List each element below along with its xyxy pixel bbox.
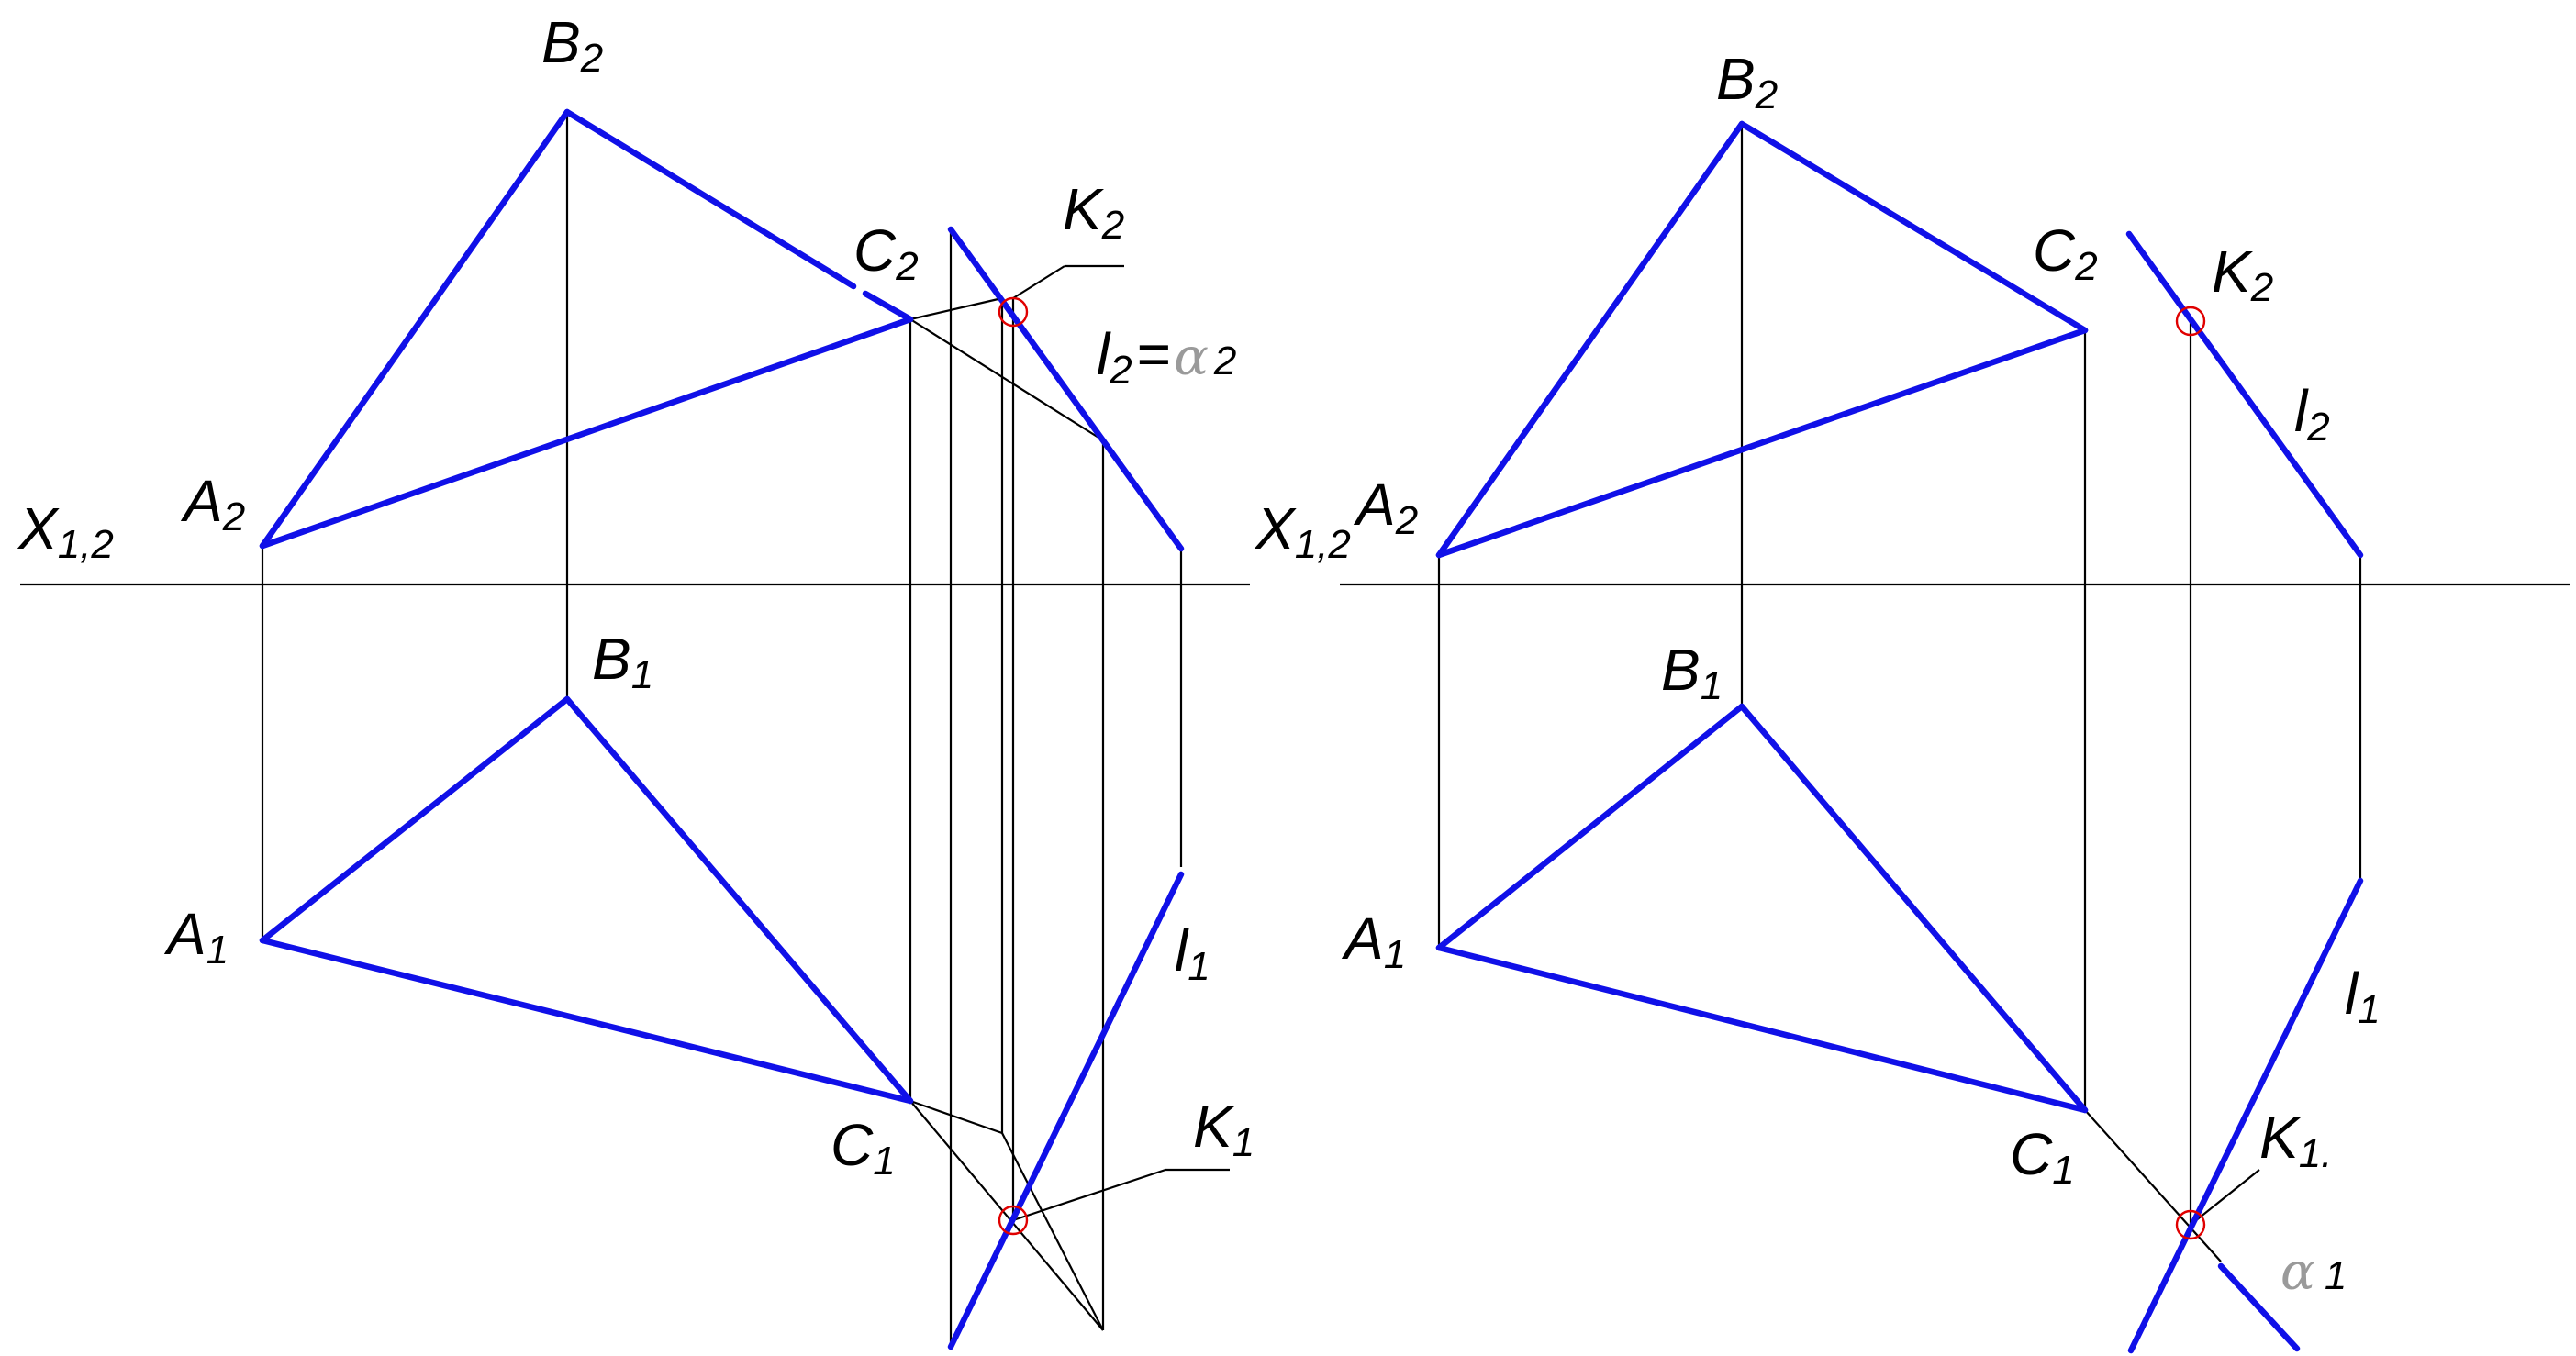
right-k2-marker [2175,306,2206,337]
left-line-l1 [947,871,1185,1350]
left-label-l1: l1 [1175,917,1210,989]
left-label-c1: C1 [831,1112,896,1184]
right-line-l1 [2127,877,2364,1354]
left-axis-label: X1,2 [17,495,114,567]
right-triangle-frontal [1435,120,2089,559]
left-label-b1: B1 [592,626,653,697]
right-k1-marker [2175,1209,2206,1240]
right-label-k1: K1. [2259,1105,2332,1176]
left-construction-lines [261,112,1230,1347]
right-label-k2: K2 [2212,239,2273,310]
left-label-a2: A2 [180,468,245,539]
right-label-a2: A2 [1353,472,1418,543]
left-triangle-frontal [259,108,914,550]
left-label-k1: K1 [1193,1094,1255,1165]
left-label-b2: B2 [541,9,603,81]
right-plane-alpha1-trace [2217,1262,2301,1352]
right-label-l1: l1 [2345,961,2381,1032]
left-line-l2 [947,226,1185,552]
right-triangle-horizontal [1435,703,2089,1114]
left-k1-marker [998,1205,1029,1236]
right-axis-label: X1,2 [1254,495,1351,567]
right-label-l2: l2 [2294,378,2330,450]
left-triangle-horizontal [259,695,914,1105]
right-label-b1: B1 [1661,637,1723,708]
right-label-b2: B2 [1716,46,1778,117]
right-line-l2 [2125,230,2364,559]
left-label-c2: C2 [853,217,919,289]
right-label-c2: C2 [2033,217,2098,289]
left-label-a1: A1 [163,901,229,973]
right-label-c1: C1 [2010,1121,2075,1193]
left-label-k2: K2 [1063,176,1124,248]
left-k2-marker [998,296,1029,328]
right-label-a1: A1 [1341,906,1406,977]
